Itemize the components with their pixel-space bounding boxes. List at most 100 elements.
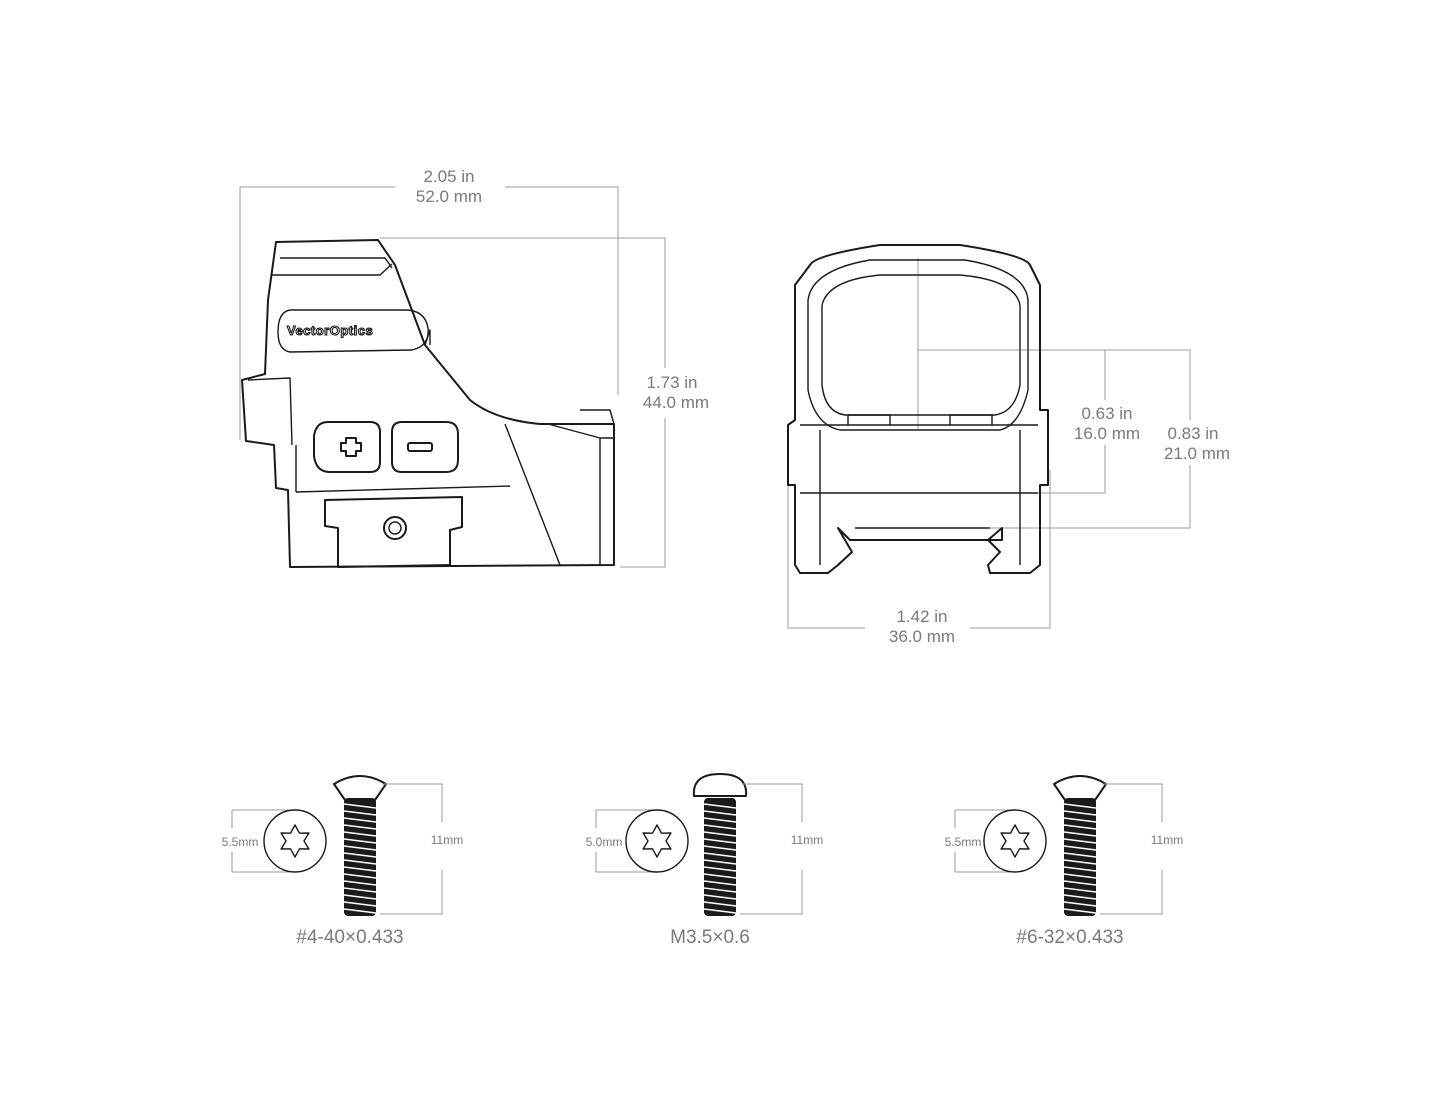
front-width-dimension: 1.42 in 36.0 mm	[787, 450, 1051, 646]
front-outline	[787, 244, 1049, 574]
screw-head-top-view	[625, 809, 689, 873]
side-mount	[324, 496, 463, 568]
screw-thread	[703, 817, 737, 823]
side-height-in: 1.73 in	[646, 373, 697, 392]
length-label: 11mm	[791, 833, 823, 847]
front-outer-height-mm: 21.0 mm	[1164, 444, 1230, 463]
mount-screw-hole	[383, 516, 407, 540]
screw-thread	[1063, 859, 1097, 865]
screw-thread	[703, 838, 737, 844]
screw-thread	[703, 831, 737, 837]
side-view: 2.05 in 52.0 mm 1.73 in 44.0 mm	[239, 167, 709, 568]
screw-thread	[1063, 894, 1097, 900]
screw-thread	[703, 908, 737, 914]
screw-head-top-view	[983, 809, 1047, 873]
screw-thread	[703, 880, 737, 886]
screw-spec-label: M3.5×0.6	[670, 927, 750, 948]
front-width-line-left	[787, 450, 865, 629]
front-inner-height-mm: 16.0 mm	[1074, 424, 1140, 443]
side-top-ridge-2	[272, 263, 393, 276]
length-dim-top	[382, 783, 443, 822]
screw-thread	[343, 810, 377, 816]
side-width-dimension: 2.05 in 52.0 mm	[239, 167, 619, 440]
screw-thread	[343, 824, 377, 830]
screw-thread	[343, 817, 377, 823]
screw-thread	[1063, 852, 1097, 858]
minus-icon	[407, 442, 433, 452]
front-right-tab	[949, 414, 993, 425]
minus-button[interactable]	[391, 421, 459, 473]
logo-plate-outline	[277, 309, 429, 353]
front-window-inner	[821, 274, 1021, 416]
screw-thread	[343, 838, 377, 844]
screw-thread	[703, 894, 737, 900]
screw-thread	[343, 880, 377, 886]
front-outer-height-in: 0.83 in	[1167, 424, 1218, 443]
screw-thread	[1063, 824, 1097, 830]
side-height-line-top	[380, 237, 666, 368]
screw-thread	[703, 859, 737, 865]
screw-thread	[1063, 838, 1097, 844]
side-front-tip	[580, 409, 615, 425]
front-inner-line-bottom	[860, 445, 1106, 494]
screw-thread	[1063, 831, 1097, 837]
screw-head-top-view	[263, 809, 327, 873]
front-width-mm: 36.0 mm	[889, 627, 955, 646]
side-sight-body	[241, 239, 615, 568]
screw-thread	[1063, 810, 1097, 816]
screw-thread	[703, 866, 737, 872]
screw-thread	[703, 824, 737, 830]
screw-thread	[343, 845, 377, 851]
screw-thread	[343, 859, 377, 865]
side-width-mm: 52.0 mm	[416, 187, 482, 206]
length-dim-bottom	[1100, 870, 1163, 915]
screw-spec-label: #4-40×0.433	[296, 927, 403, 948]
side-width-in: 2.05 in	[423, 167, 474, 186]
screw-thread	[343, 901, 377, 907]
torx-drive-icon	[280, 824, 310, 858]
screw-thread	[343, 852, 377, 858]
screw-thread	[343, 894, 377, 900]
screw-thread	[1063, 845, 1097, 851]
screw-thread	[343, 873, 377, 879]
side-lower-seam	[295, 485, 511, 493]
screw-thread	[343, 803, 377, 809]
mount-screw-hole-inner	[388, 521, 402, 535]
torx-drive-icon	[1000, 824, 1030, 858]
front-left-tab	[847, 414, 891, 425]
minus-button-outline	[391, 421, 459, 473]
screw-thread	[703, 873, 737, 879]
screw-thread	[1063, 803, 1097, 809]
screw-thread	[1063, 866, 1097, 872]
screw-thread	[1063, 817, 1097, 823]
logo-text: VectorOptics	[287, 323, 373, 338]
screw-thread	[1063, 908, 1097, 914]
front-inner-height-in: 0.63 in	[1081, 404, 1132, 423]
front-sight-body	[787, 244, 1049, 574]
plus-button[interactable]	[313, 421, 381, 473]
side-rear-cap	[247, 377, 293, 446]
screw-thread	[703, 887, 737, 893]
screw-head-round	[692, 773, 748, 797]
head-diameter-label: 5.5mm	[222, 835, 259, 849]
side-outline	[241, 239, 615, 568]
side-height-mm: 44.0 mm	[643, 393, 709, 412]
screw-thread	[703, 901, 737, 907]
front-width-line-right	[970, 470, 1051, 629]
side-top-ridge	[280, 257, 393, 269]
front-outer-height-dimension: 0.83 in 21.0 mm	[960, 349, 1230, 529]
screw-thread	[343, 908, 377, 914]
screw-thread	[703, 810, 737, 816]
plus-button-outline	[313, 421, 381, 473]
length-label: 11mm	[1151, 833, 1183, 847]
screw-thread	[703, 803, 737, 809]
side-width-line-right	[505, 186, 619, 395]
screw-spec-label: #6-32×0.433	[1016, 927, 1123, 948]
torx-drive-icon	[642, 824, 672, 858]
screw-thread	[343, 866, 377, 872]
head-diameter-label: 5.0mm	[586, 835, 623, 849]
